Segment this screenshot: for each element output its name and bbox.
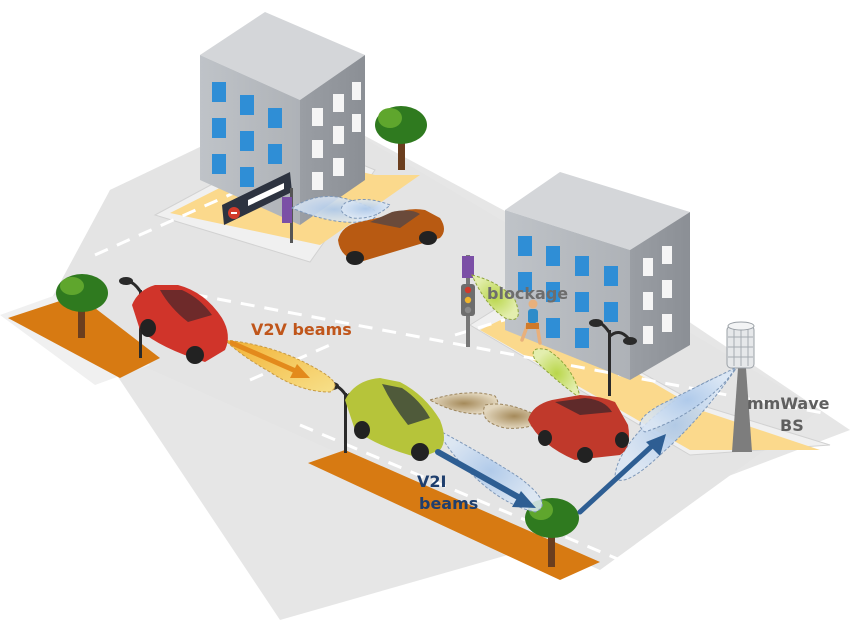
beam-car-to-sign bbox=[340, 199, 391, 219]
building-right bbox=[505, 172, 690, 380]
beam-blockage-2 bbox=[532, 348, 581, 400]
tree-left bbox=[56, 274, 108, 338]
arrows bbox=[229, 340, 666, 515]
tree-top bbox=[375, 106, 427, 170]
traffic-sign bbox=[222, 172, 293, 243]
label-bs-line2: BS bbox=[780, 416, 804, 435]
label-v2i-line1: V2I bbox=[417, 472, 446, 491]
beam-v2i-green-car bbox=[436, 428, 543, 513]
car-red-left bbox=[132, 285, 228, 364]
beam-blockage-1 bbox=[471, 274, 519, 320]
curb-bottom bbox=[308, 450, 600, 580]
label-blockage: blockage bbox=[487, 284, 568, 303]
arrow-v2i-1-head bbox=[512, 491, 536, 508]
car-red-right bbox=[528, 395, 629, 463]
label-v2v: V2V beams bbox=[251, 320, 352, 339]
pedestrian-jogger bbox=[520, 299, 542, 345]
car-brown bbox=[338, 209, 444, 265]
label-v2i-line2: beams bbox=[419, 494, 478, 513]
car-green bbox=[345, 378, 444, 461]
arrow-v2i-2 bbox=[577, 443, 655, 515]
arrow-v2i-2-head bbox=[646, 434, 666, 456]
arrow-v2i-1 bbox=[435, 449, 523, 501]
label-bs-line1: mmWave bbox=[747, 394, 830, 413]
arrow-v2v-head bbox=[290, 364, 310, 378]
traffic-light bbox=[461, 255, 475, 347]
arrow-v2v bbox=[229, 340, 301, 375]
mmwave-base-station bbox=[726, 321, 755, 452]
beam-bs-to-red-car bbox=[639, 366, 737, 433]
